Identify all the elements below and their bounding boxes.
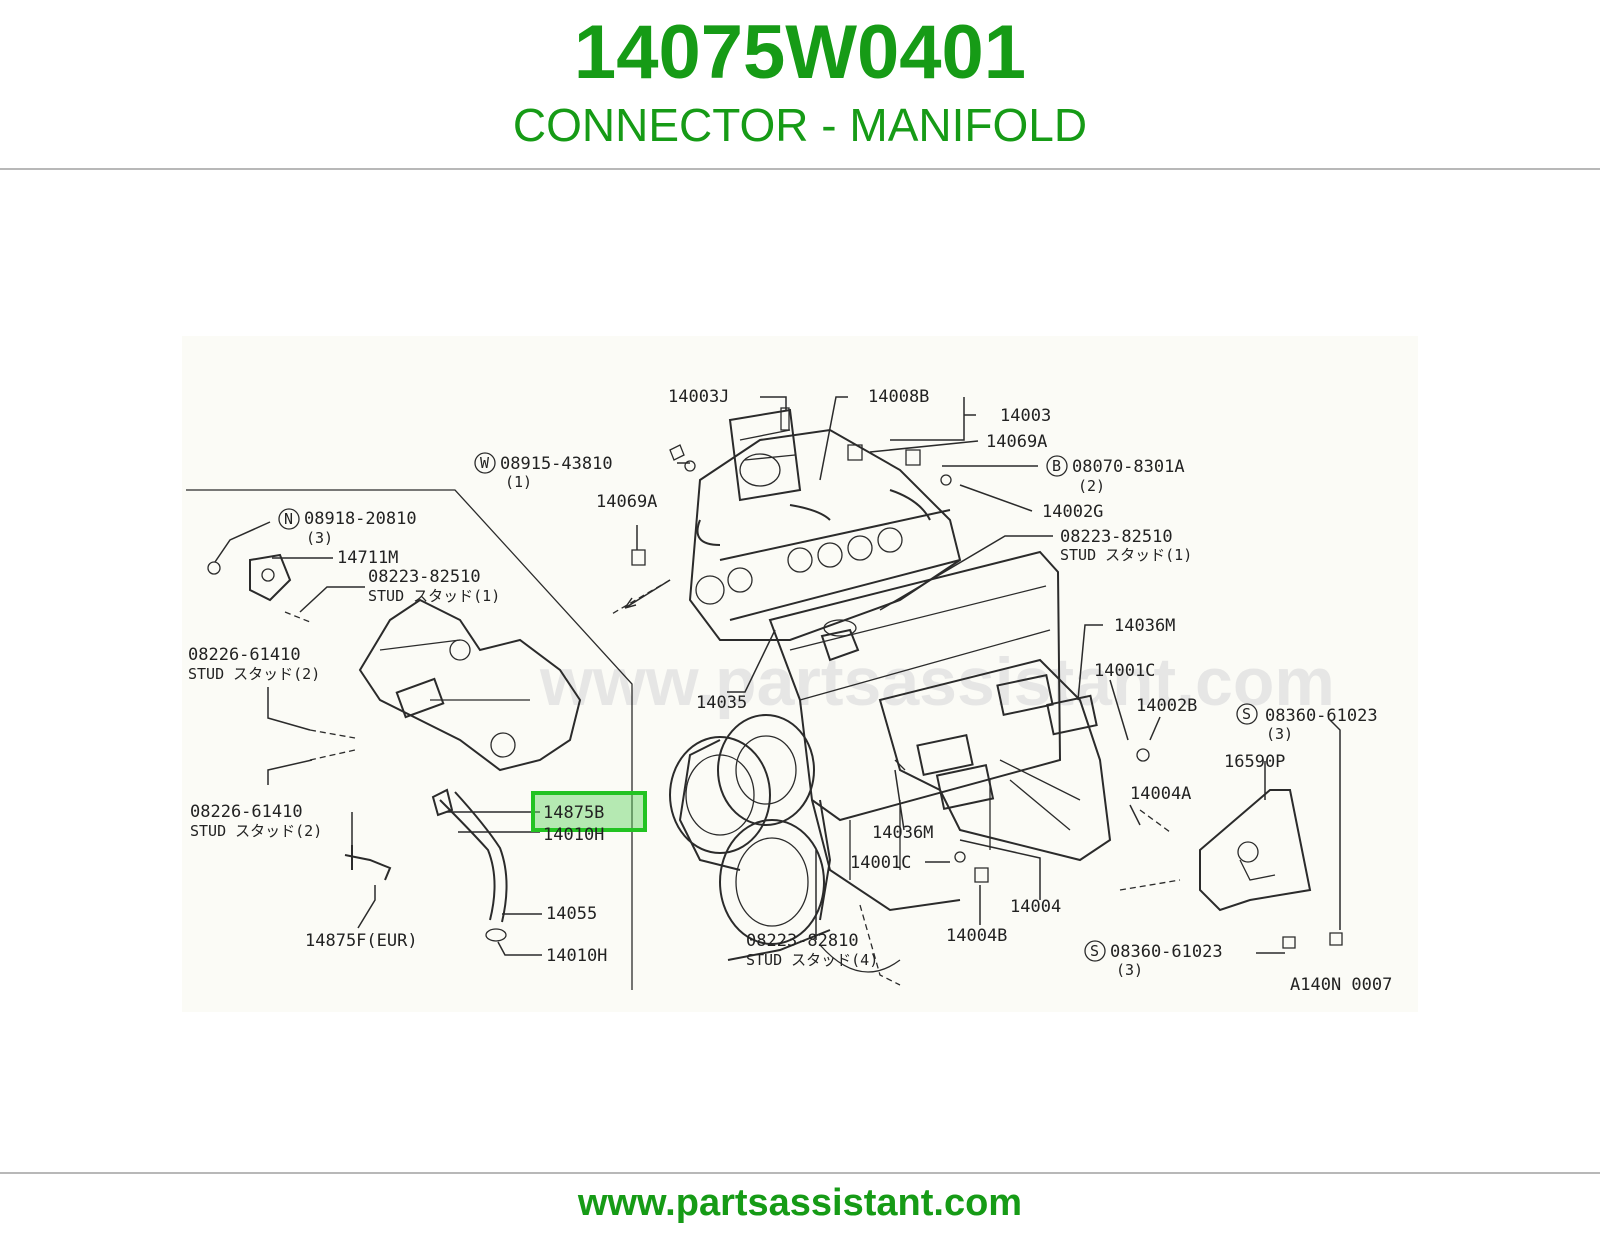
callout-14002G: 14002G (1042, 502, 1103, 522)
svg-text:S: S (1242, 705, 1251, 723)
callout-14004: 14004 (1010, 897, 1061, 917)
symbol-screw-top: S (1236, 703, 1258, 725)
diagram-background (182, 336, 1418, 1012)
callout-08360-qty-top: (3) (1266, 725, 1293, 743)
page-header: 14075W0401 CONNECTOR - MANIFOLD (0, 0, 1600, 168)
symbol-bolt: B (1046, 455, 1068, 477)
header-divider (0, 168, 1600, 170)
callout-08918-20810: 08918-20810 (304, 509, 417, 529)
callout-08223-82810: 08223-82810 (746, 931, 859, 951)
callout-08223-82510-left: 08223-82510 (368, 567, 481, 587)
callout-stud-1-right: STUD スタッド(1) (1060, 546, 1192, 564)
callout-14035: 14035 (696, 693, 747, 713)
exhaust-manifold-left-drawing (207, 553, 582, 942)
svg-text:N: N (284, 510, 293, 528)
callout-14875B: 14875B (543, 803, 604, 823)
callout-14008B: 14008B (868, 387, 929, 407)
callout-14875F-eur: 14875F(EUR) (305, 931, 418, 951)
symbol-nut: N (278, 508, 300, 530)
callout-14001C-top: 14001C (1094, 661, 1155, 681)
footer-divider (0, 1172, 1600, 1174)
callout-14055: 14055 (546, 904, 597, 924)
callout-14001C-bottom: 14001C (850, 853, 911, 873)
intake-manifold-drawing (609, 408, 962, 641)
callout-08360-61023-top: 08360-61023 (1265, 706, 1378, 726)
callout-stud-2-a: STUD スタッド(2) (188, 665, 320, 683)
callout-14069A-left: 14069A (596, 492, 657, 512)
svg-text:W: W (480, 454, 490, 472)
part-number-title: 14075W0401 (573, 10, 1027, 95)
callout-08226-61410-b: 08226-61410 (190, 802, 303, 822)
part-name-subtitle: CONNECTOR - MANIFOLD (512, 99, 1088, 151)
callout-14036M-top: 14036M (1114, 616, 1175, 636)
callout-14069A-top: 14069A (986, 432, 1047, 452)
callout-14711M: 14711M (337, 548, 398, 568)
callout-08226-61410-a: 08226-61410 (188, 645, 301, 665)
svg-text:B: B (1052, 457, 1061, 475)
callout-08360-qty-bottom: (3) (1116, 961, 1143, 979)
highlight-box (531, 791, 647, 832)
callout-stud-4: STUD スタッド(4) (746, 951, 878, 969)
callout-14036M-bottom: 14036M (872, 823, 933, 843)
callout-14010H-top: 14010H (543, 825, 604, 845)
symbol-washer: W (474, 452, 496, 474)
footer-website-link[interactable]: www.partsassistant.com (577, 1182, 1023, 1224)
fasteners-drawing (631, 407, 1343, 949)
subview-frame (186, 489, 633, 990)
callout-16590P: 16590P (1224, 752, 1285, 772)
symbol-screw-bottom: S (1084, 940, 1106, 962)
engine-block-drawing (669, 550, 1062, 986)
callout-14004A: 14004A (1130, 784, 1191, 804)
callout-08915-43810: 08915-43810 (500, 454, 613, 474)
exhaust-manifold-right-drawing (878, 658, 1112, 862)
watermark-text: www.partsassistant.com (539, 644, 1335, 720)
callout-14003J: 14003J (668, 387, 729, 407)
callout-14002B: 14002B (1136, 696, 1197, 716)
callout-14004B: 14004B (946, 926, 1007, 946)
callout-stud-2-b: STUD スタッド(2) (190, 822, 322, 840)
callout-08360-61023-bottom: 08360-61023 (1110, 942, 1223, 962)
callout-08223-82510-right: 08223-82510 (1060, 527, 1173, 547)
leader-lines (214, 396, 1341, 956)
callout-08070-qty: (2) (1078, 477, 1105, 495)
svg-text:S: S (1090, 942, 1099, 960)
callout-08918-qty: (3) (306, 529, 333, 547)
callout-08915-qty: (1) (505, 473, 532, 491)
callout-08070-8301A: 08070-8301A (1072, 457, 1185, 477)
callout-stud-1-left: STUD スタッド(1) (368, 587, 500, 605)
figure-code: A140N 0007 (1290, 975, 1392, 995)
callout-14003: 14003 (1000, 406, 1051, 426)
callout-14010H-bottom: 14010H (546, 946, 607, 966)
heat-shield-drawing (1119, 789, 1312, 912)
